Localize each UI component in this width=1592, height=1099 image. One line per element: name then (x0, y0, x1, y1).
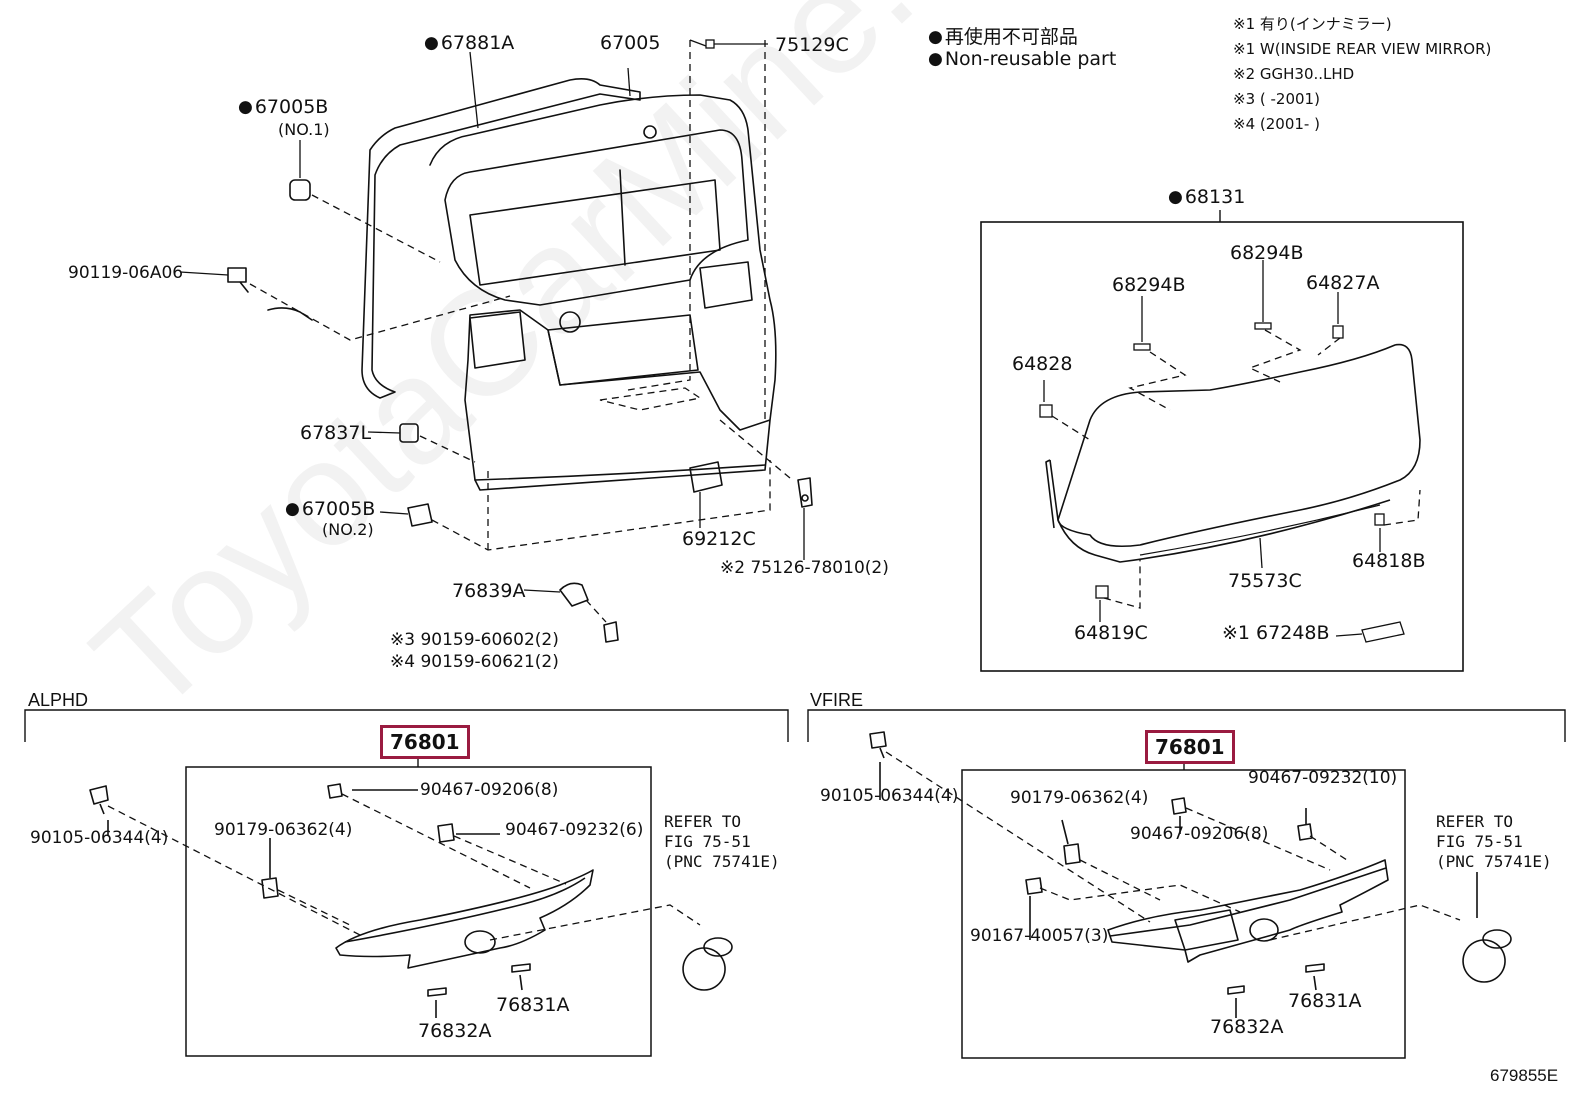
legend-en: Non-reusable part (928, 48, 1116, 70)
door-seal (361, 78, 641, 399)
part-label-64818b: 64818B (1352, 550, 1426, 572)
part-label-vfire-76831a: 76831A (1288, 990, 1362, 1012)
part-note-no1: (NO.1) (278, 120, 330, 139)
part-label-64828: 64828 (1012, 353, 1073, 375)
bolt-90119 (227, 267, 249, 293)
part-label-68294b-right: 68294B (1230, 242, 1304, 264)
alphd-emblem (682, 947, 726, 991)
note-item: ※3 ( -2001) (1233, 90, 1320, 108)
box-68131 (980, 221, 1464, 672)
part-label-alphd-90467-09206: 90467-09206(8) (420, 780, 559, 800)
part-note-no2: (NO.2) (322, 520, 374, 539)
alphd-garnish (335, 869, 594, 969)
notes-list: ※1 有り(インナミラー) ※1 W(INSIDE REAR VIEW MIRR… (1233, 12, 1491, 137)
note-item: ※2 GGH30..LHD (1233, 65, 1355, 83)
part-label-alphd-76831a: 76831A (496, 994, 570, 1016)
lamp-69212c (689, 461, 723, 493)
part-label-67837l: 67837L (300, 422, 372, 444)
part-label-90159-3: ※3 90159-60602(2) (390, 630, 559, 650)
legend-jp: 再使用不可部品 (928, 22, 1078, 49)
part-label-vfire-90179: 90179-06362(4) (1010, 788, 1149, 808)
part-label-alphd-76832a: 76832A (418, 1020, 492, 1042)
part-label-67005b-no1: 67005B (238, 98, 328, 117)
refer-note-alphd: REFER TO FIG 75-51 (PNC 75741E) (664, 812, 780, 871)
part-label-67248b: ※1 67248B (1222, 622, 1330, 644)
part-label-67881a: 67881A (424, 34, 514, 53)
vfire-bracket (807, 709, 1566, 742)
part-label-67005b-no2: 67005B (285, 500, 375, 519)
cushion-no2 (407, 503, 433, 527)
note-item: ※4 (2001- ) (1233, 115, 1320, 133)
part-label-vfire-90467-09206: 90467-09206(8) (1130, 824, 1269, 844)
refer-note-vfire: REFER TO FIG 75-51 (PNC 75741E) (1436, 812, 1552, 871)
part-label-75573c: 75573C (1228, 570, 1302, 592)
assembly-label-76801-alphd[interactable]: 76801 (380, 725, 470, 759)
switch-76839a (559, 582, 589, 607)
part-label-alphd-90179: 90179-06362(4) (214, 820, 353, 840)
part-label-vfire-90167: 90167-40057(3) (970, 926, 1109, 946)
part-label-69212c: 69212C (682, 528, 756, 550)
clip-67837l (399, 423, 419, 443)
part-label-68131: 68131 (1168, 188, 1245, 207)
note-item: ※1 W(INSIDE REAR VIEW MIRROR) (1233, 40, 1492, 58)
assembly-label-76801-vfire[interactable]: 76801 (1145, 730, 1235, 764)
part-label-alphd-90105: 90105-06344(4) (30, 828, 169, 848)
part-label-75126: ※2 75126-78010(2) (720, 558, 889, 578)
part-label-vfire-76832a: 76832A (1210, 1016, 1284, 1038)
part-label-75129c: 75129C (775, 34, 849, 56)
cushion-no1 (289, 179, 311, 201)
bracket-75126 (797, 477, 813, 508)
figure-id: 679855E (1490, 1066, 1559, 1085)
vfire-emblem (1462, 939, 1506, 983)
part-label-vfire-90467-09232: 90467-09232(10) (1248, 768, 1398, 788)
part-label-alphd-90467-09232: 90467-09232(6) (505, 820, 644, 840)
section-title-alphd: ALPHD (28, 690, 89, 710)
vfire-garnish (1107, 859, 1389, 963)
section-title-vfire: VFIRE (810, 690, 864, 710)
part-label-76839a: 76839A (452, 580, 526, 602)
back-door-panel (429, 94, 777, 491)
part-label-68294b-left: 68294B (1112, 274, 1186, 296)
note-item: ※1 有り(インナミラー) (1233, 15, 1392, 33)
part-label-90119: 90119-06A06 (68, 263, 184, 283)
part-label-90159-4: ※4 90159-60621(2) (390, 652, 559, 672)
part-label-64819c: 64819C (1074, 622, 1148, 644)
trim-board (1057, 343, 1421, 548)
part-label-64827a: 64827A (1306, 272, 1380, 294)
alphd-bracket (24, 709, 789, 742)
part-label-67005: 67005 (600, 32, 661, 54)
alphd-box (185, 766, 652, 1057)
part-label-vfire-90105: 90105-06344(4) (820, 786, 959, 806)
